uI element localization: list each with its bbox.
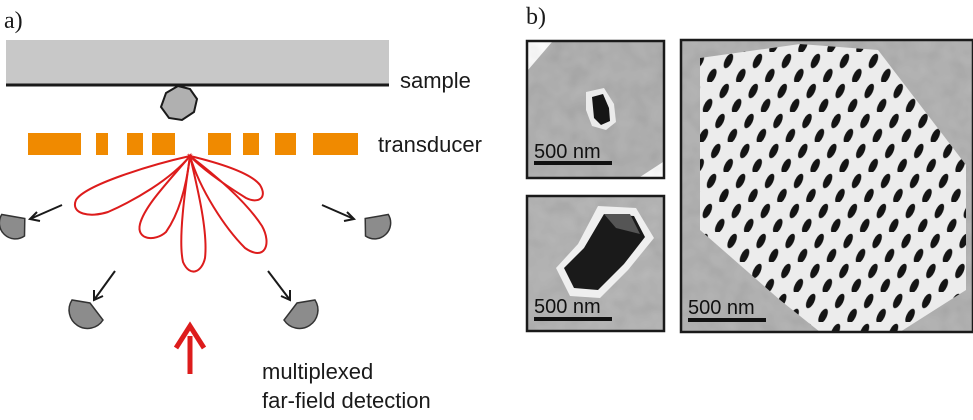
- panel-b-label: b): [526, 4, 546, 30]
- arrow-head: [343, 211, 357, 222]
- sem-image-3: 500 nm: [679, 38, 973, 334]
- scale-bar-label-2: 500 nm: [534, 296, 601, 318]
- sem-image-2: 500 nm: [525, 194, 666, 333]
- image-frame: [679, 38, 973, 334]
- transducer-segment: [243, 133, 259, 155]
- lobe-center-left: [138, 152, 192, 240]
- arrow-line: [267, 270, 291, 301]
- radiation-lobes: [73, 152, 268, 273]
- arrow-line: [29, 204, 63, 220]
- transducer-segment: [275, 133, 296, 155]
- scale-bar-label-3: 500 nm: [688, 297, 755, 319]
- sem-image-1: 500 nm: [525, 39, 666, 180]
- transducer-segment: [152, 133, 175, 155]
- detector-group: [0, 213, 392, 330]
- sample-plate: [6, 40, 389, 84]
- image-frame: [525, 194, 666, 333]
- excitation-arrow-head: [173, 321, 207, 350]
- scatter-arrows: [27, 204, 357, 302]
- arrow-line: [93, 270, 116, 301]
- sample-label: sample: [400, 68, 471, 93]
- detector-icon: [0, 213, 26, 240]
- nanoparticle: [159, 84, 199, 122]
- transducer-array: [28, 133, 358, 155]
- transducer-label: transducer: [378, 132, 482, 157]
- transducer-segment: [313, 133, 358, 155]
- transducer-segment: [28, 133, 81, 155]
- arrow-head: [27, 211, 41, 222]
- arrow-head: [93, 290, 104, 302]
- panel-a-label: a): [4, 8, 23, 34]
- arrow-line: [321, 204, 355, 220]
- transducer-segment: [208, 133, 231, 155]
- lobe-right: [186, 154, 264, 202]
- transducer-segment: [127, 133, 143, 155]
- nanohole: [564, 214, 645, 290]
- scale-bar-label-1: 500 nm: [534, 141, 601, 163]
- lobe-left: [73, 154, 193, 216]
- lobe-center: [180, 155, 207, 273]
- nanohole: [592, 94, 610, 125]
- detection-label-line1: multiplexed: [262, 359, 373, 384]
- detector-icon: [68, 299, 104, 330]
- detector-icon: [283, 299, 319, 330]
- transducer-segment: [96, 133, 108, 155]
- detection-label-line2: far-field detection: [262, 388, 431, 413]
- excitation-arrow: [173, 321, 207, 374]
- arrow-head: [280, 290, 291, 302]
- image-frame: [525, 39, 666, 180]
- detector-icon: [364, 213, 392, 240]
